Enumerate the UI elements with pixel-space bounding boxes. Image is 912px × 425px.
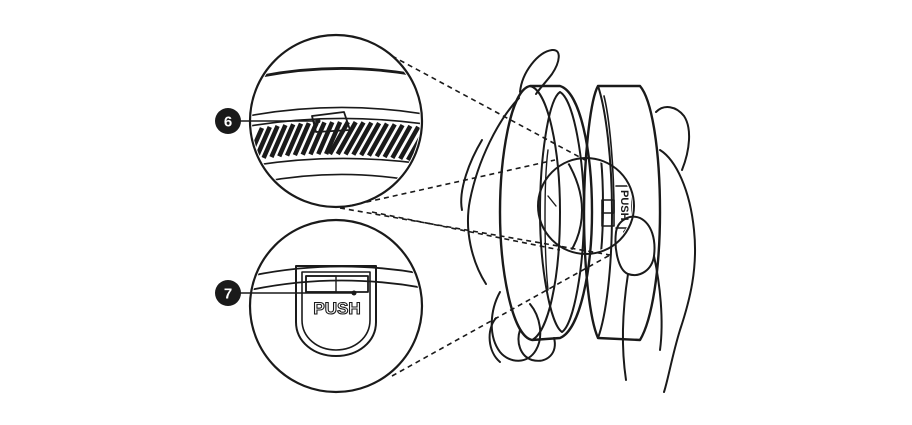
callout-7: 7 bbox=[215, 280, 357, 306]
callout-6: 6 bbox=[215, 108, 321, 134]
release-latch bbox=[305, 275, 369, 293]
vent-slat bbox=[374, 123, 397, 158]
device-front-cover-icon bbox=[498, 84, 594, 342]
vent-slat bbox=[390, 124, 413, 160]
alignment-tab bbox=[311, 111, 351, 133]
vent-slat bbox=[277, 123, 296, 158]
vent-slat bbox=[324, 121, 343, 155]
vent-slat bbox=[308, 121, 327, 156]
push-label-rotated: PUSH bbox=[618, 190, 630, 221]
vent-slat bbox=[269, 124, 288, 158]
zoom-projection-lines bbox=[339, 55, 611, 377]
vent-slats bbox=[252, 120, 420, 162]
vent-slat bbox=[382, 123, 405, 159]
right-hand-icon bbox=[614, 106, 697, 393]
vent-slat bbox=[284, 122, 304, 157]
vent-slat bbox=[261, 125, 280, 159]
vent-slat bbox=[292, 122, 311, 157]
push-button-housing bbox=[295, 265, 377, 357]
vent-slat bbox=[351, 121, 374, 156]
device-magnifier-circle: PUSH bbox=[537, 157, 635, 255]
vent-slat bbox=[343, 121, 366, 156]
zoom-detail-bottom: PUSH bbox=[248, 218, 424, 394]
left-hand-icon bbox=[460, 49, 560, 363]
callout-6-number: 6 bbox=[224, 114, 232, 131]
vent-slat bbox=[366, 122, 389, 157]
vent-slat bbox=[316, 121, 335, 156]
vent-slat bbox=[335, 121, 358, 156]
callout-7-number: 7 bbox=[224, 286, 232, 303]
vent-slat bbox=[398, 125, 420, 161]
vent-slat bbox=[359, 121, 382, 157]
push-button-label: PUSH bbox=[313, 299, 360, 318]
vent-slat bbox=[327, 120, 350, 156]
device-base-icon bbox=[582, 84, 662, 342]
